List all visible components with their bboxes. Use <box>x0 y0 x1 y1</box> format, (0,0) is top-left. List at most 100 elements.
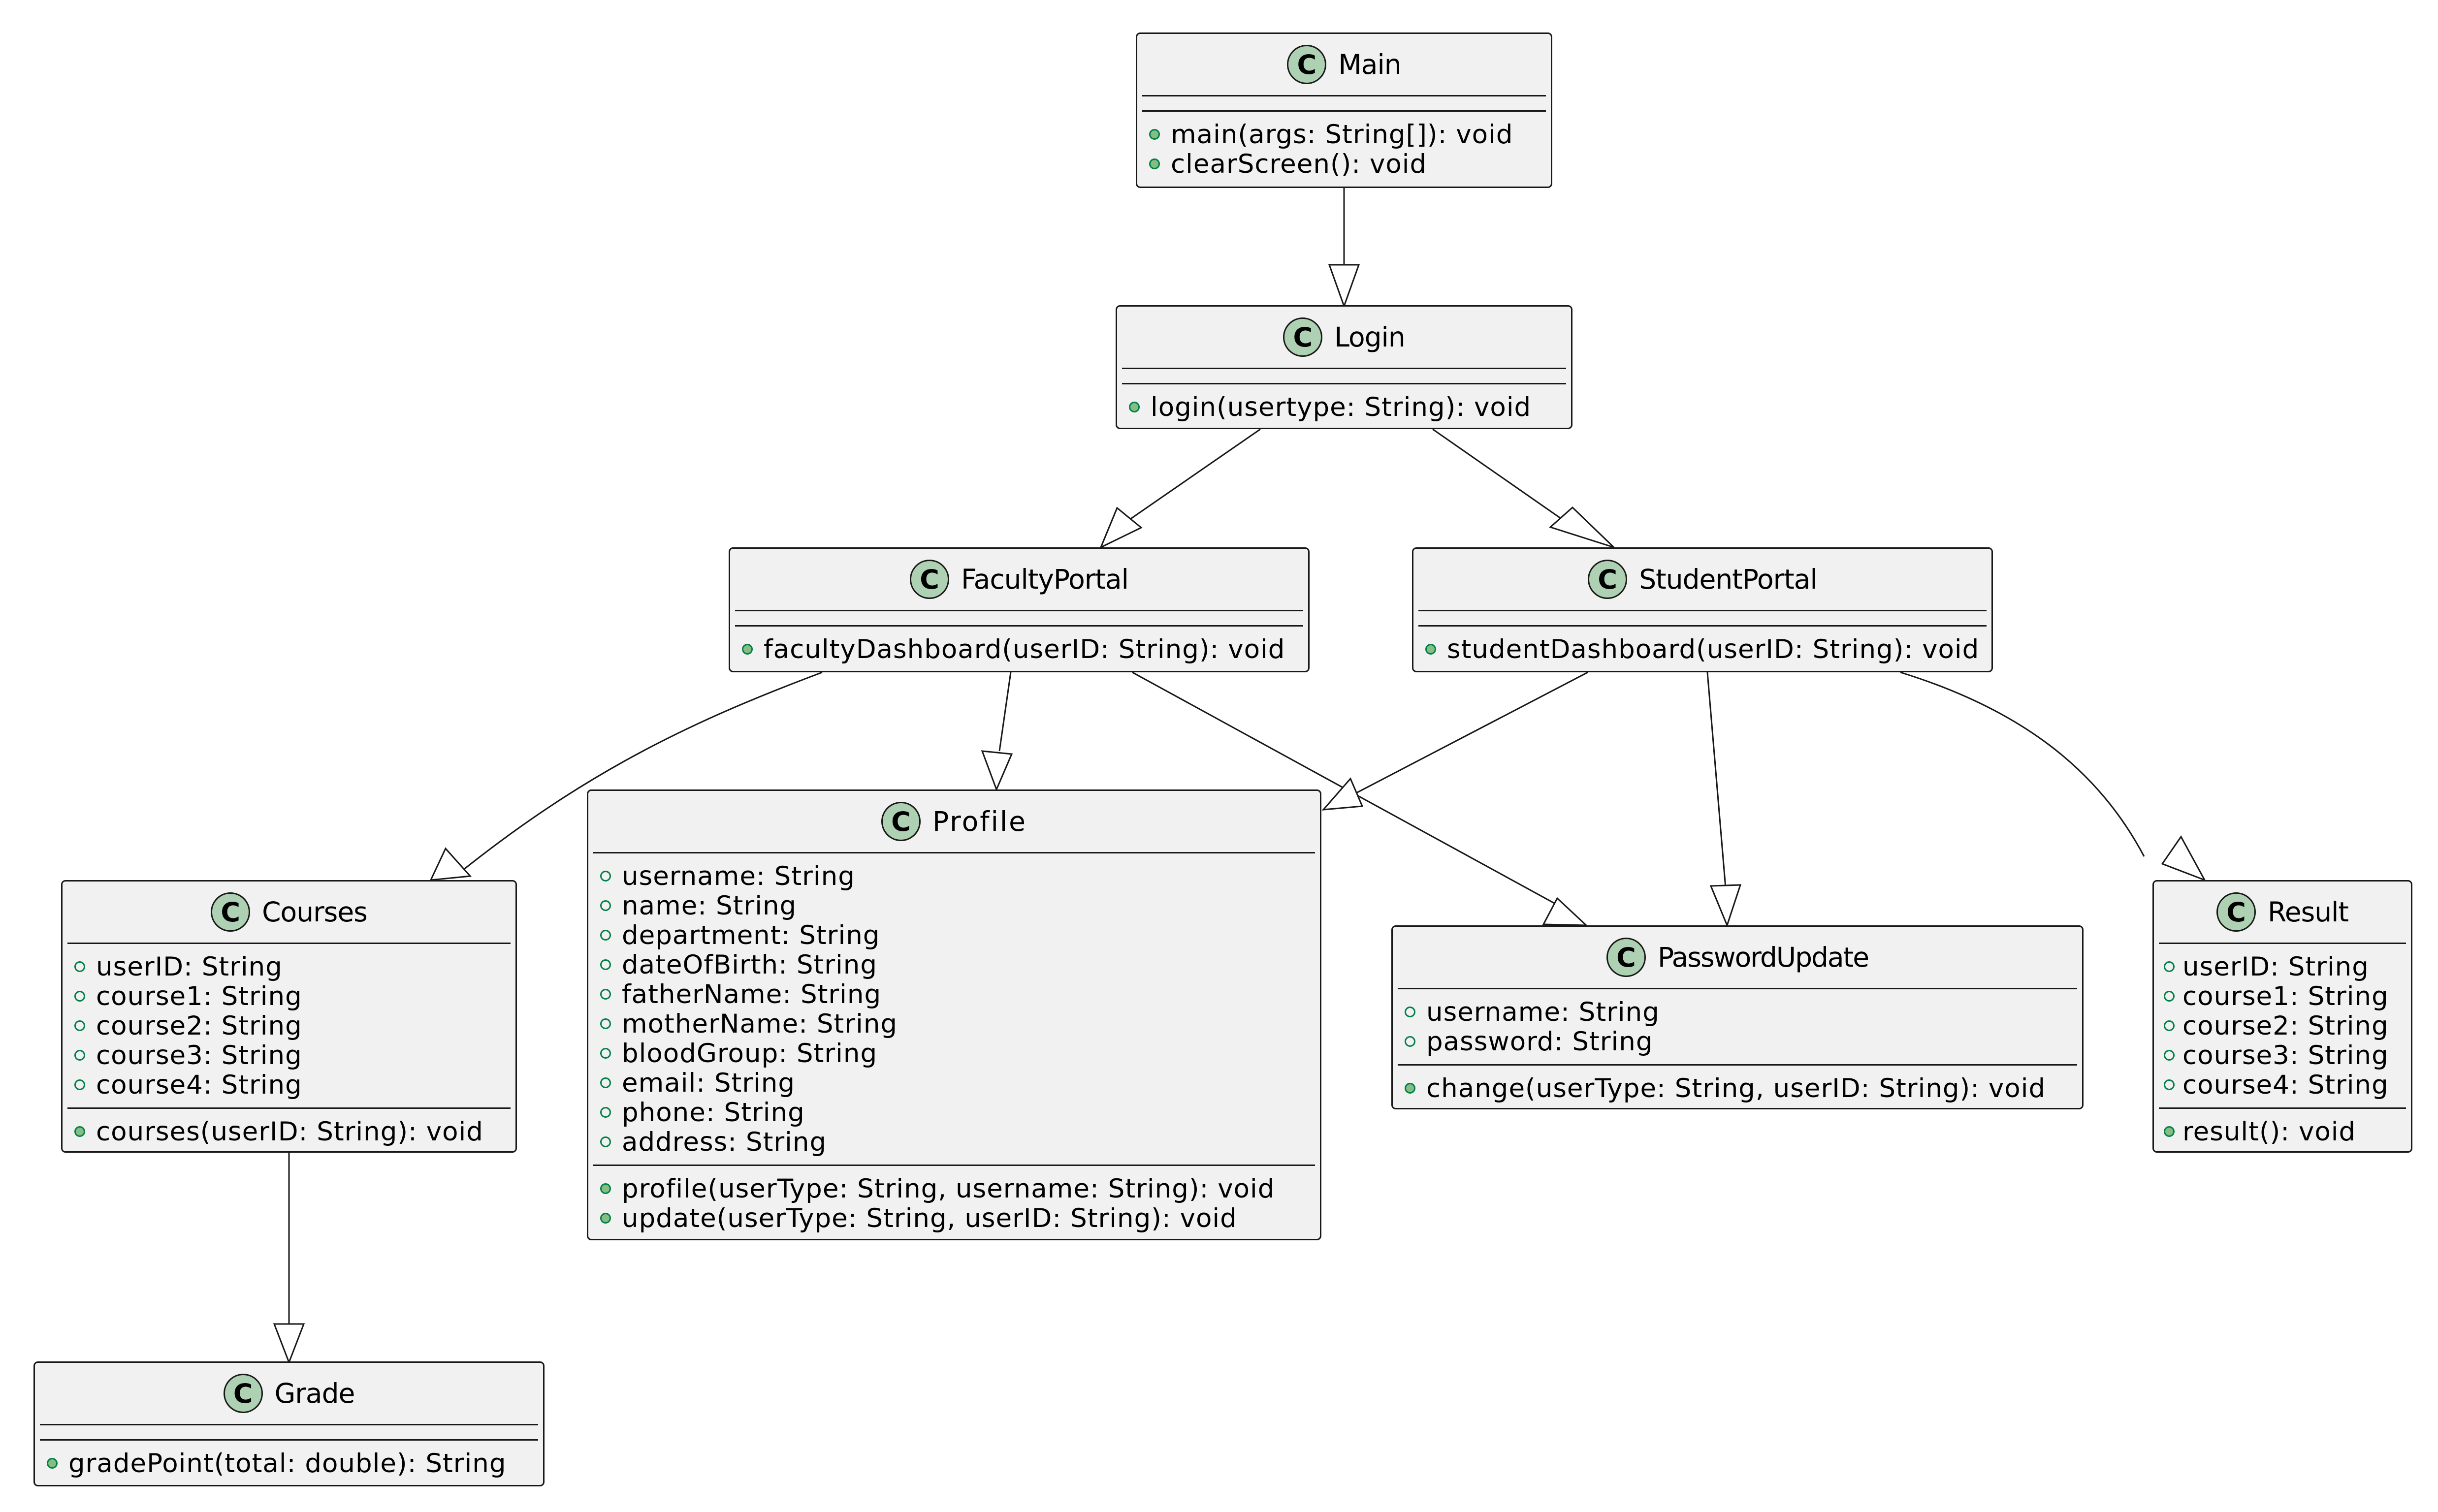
class-name: FacultyPortal <box>961 564 1129 595</box>
public-field-icon <box>2164 1079 2175 1090</box>
field-row: userID: String <box>63 952 515 982</box>
public-field-icon <box>74 1050 85 1061</box>
class-student-portal[interactable]: C StudentPortal studentDashboard(userID:… <box>1412 547 1993 672</box>
public-method-icon <box>1149 158 1160 169</box>
class-icon: C <box>211 892 251 932</box>
methods-section: login(usertype: String): void <box>1117 384 1571 430</box>
method-text: studentDashboard(userID: String): void <box>1447 634 1980 664</box>
field-row: password: String <box>1393 1027 2082 1057</box>
class-main[interactable]: C Main main(args: String[]): void clearS… <box>1136 32 1552 188</box>
class-grade-header: C Grade <box>35 1363 543 1424</box>
class-courses[interactable]: C Courses userID: String course1: String… <box>61 880 517 1153</box>
public-field-icon <box>74 991 85 1002</box>
divider <box>735 610 1303 611</box>
class-name: Grade <box>274 1378 355 1409</box>
public-method-icon <box>1129 402 1140 412</box>
methods-section: main(args: String[]): void clearScreen()… <box>1137 112 1551 187</box>
public-method-icon <box>2164 1126 2175 1137</box>
method-row: update(userType: String, userID: String)… <box>588 1203 1320 1233</box>
field-row: course3: String <box>2154 1040 2411 1071</box>
divider <box>593 1165 1315 1166</box>
class-profile[interactable]: C Profile username: String name: String … <box>587 789 1321 1240</box>
field-row: dateOfBirth: String <box>588 949 1320 980</box>
class-grade[interactable]: C Grade gradePoint(total: double): Strin… <box>33 1361 545 1486</box>
public-field-icon <box>2164 1050 2175 1061</box>
edge-login-studentportal-arrowhead <box>1549 506 1615 548</box>
divider <box>593 852 1315 853</box>
public-field-icon <box>600 930 611 941</box>
public-field-icon <box>1405 1007 1415 1017</box>
edge-main-login-arrowhead <box>1328 264 1360 309</box>
class-password-update[interactable]: C PasswordUpdate username: String passwo… <box>1391 925 2084 1109</box>
edge-facultyportal-profile <box>998 672 1012 752</box>
class-name: Result <box>2268 896 2349 928</box>
method-text: courses(userID: String): void <box>96 1116 483 1147</box>
field-row: phone: String <box>588 1098 1320 1128</box>
fields-section <box>730 611 1308 625</box>
class-faculty-portal[interactable]: C FacultyPortal facultyDashboard(userID:… <box>729 547 1310 672</box>
public-method-icon <box>742 644 753 655</box>
method-row: clearScreen(): void <box>1137 149 1551 179</box>
field-text: name: String <box>622 890 797 921</box>
public-method-icon <box>74 1126 85 1137</box>
class-name: Courses <box>262 896 368 928</box>
field-text: course3: String <box>96 1040 302 1071</box>
field-text: course1: String <box>96 981 302 1011</box>
fields-section: userID: String course1: String course2: … <box>2154 944 2411 1107</box>
methods-section: gradePoint(total: double): String <box>35 1441 543 1486</box>
edge-studentportal-result-arrowhead <box>2161 835 2207 882</box>
method-text: update(userType: String, userID: String)… <box>622 1203 1237 1233</box>
divider <box>40 1424 538 1425</box>
method-text: profile(userType: String, username: Stri… <box>622 1173 1275 1204</box>
field-row: course2: String <box>2154 1011 2411 1041</box>
public-method-icon <box>1149 129 1160 140</box>
public-field-icon <box>600 1136 611 1147</box>
fields-section <box>1137 96 1551 110</box>
methods-section: facultyDashboard(userID: String): void <box>730 627 1308 672</box>
edge-studentportal-passwordupdate-arrowhead <box>1709 884 1742 928</box>
method-row: facultyDashboard(userID: String): void <box>730 634 1308 664</box>
methods-section: studentDashboard(userID: String): void <box>1413 627 1991 672</box>
field-text: userID: String <box>2182 951 2369 982</box>
class-name: Profile <box>932 806 1027 837</box>
public-field-icon <box>600 1048 611 1059</box>
public-field-icon <box>74 961 85 972</box>
field-text: username: String <box>1426 997 1660 1027</box>
public-field-icon <box>600 1077 611 1088</box>
field-text: address: String <box>622 1127 827 1157</box>
method-row: result(): void <box>2154 1117 2411 1147</box>
public-field-icon <box>74 1079 85 1090</box>
field-text: fatherName: String <box>622 979 882 1009</box>
edge-facultyportal-profile-arrowhead <box>981 750 1013 792</box>
class-login[interactable]: C Login login(usertype: String): void <box>1116 305 1572 429</box>
methods-section: change(userType: String, userID: String)… <box>1393 1066 2082 1111</box>
field-text: dateOfBirth: String <box>622 949 878 980</box>
public-field-icon <box>74 1020 85 1031</box>
fields-section: username: String name: String department… <box>588 853 1320 1165</box>
class-faculty-portal-header: C FacultyPortal <box>730 549 1308 610</box>
method-text: facultyDashboard(userID: String): void <box>764 634 1285 664</box>
class-result[interactable]: C Result userID: String course1: String … <box>2152 880 2412 1153</box>
divider <box>2159 943 2406 944</box>
divider <box>1398 988 2077 989</box>
class-login-header: C Login <box>1117 307 1571 368</box>
field-row: username: String <box>1393 997 2082 1027</box>
class-name: PasswordUpdate <box>1657 942 1869 973</box>
method-text: change(userType: String, userID: String)… <box>1426 1073 2046 1103</box>
field-row: course3: String <box>63 1040 515 1071</box>
method-row: profile(userType: String, username: Stri… <box>588 1173 1320 1204</box>
field-row: userID: String <box>2154 951 2411 982</box>
divider <box>735 625 1303 627</box>
edge-facultyportal-courses <box>460 671 823 873</box>
field-row: course1: String <box>2154 981 2411 1011</box>
edge-studentportal-result <box>1900 671 2145 857</box>
class-icon: C <box>223 1374 263 1413</box>
divider <box>2159 1107 2406 1109</box>
fields-section <box>1117 369 1571 383</box>
method-text: gradePoint(total: double): String <box>68 1448 507 1479</box>
public-method-icon <box>600 1213 611 1224</box>
public-field-icon <box>600 959 611 970</box>
class-icon: C <box>910 560 950 599</box>
method-row: gradePoint(total: double): String <box>35 1448 543 1479</box>
methods-section: profile(userType: String, username: Stri… <box>588 1166 1320 1241</box>
